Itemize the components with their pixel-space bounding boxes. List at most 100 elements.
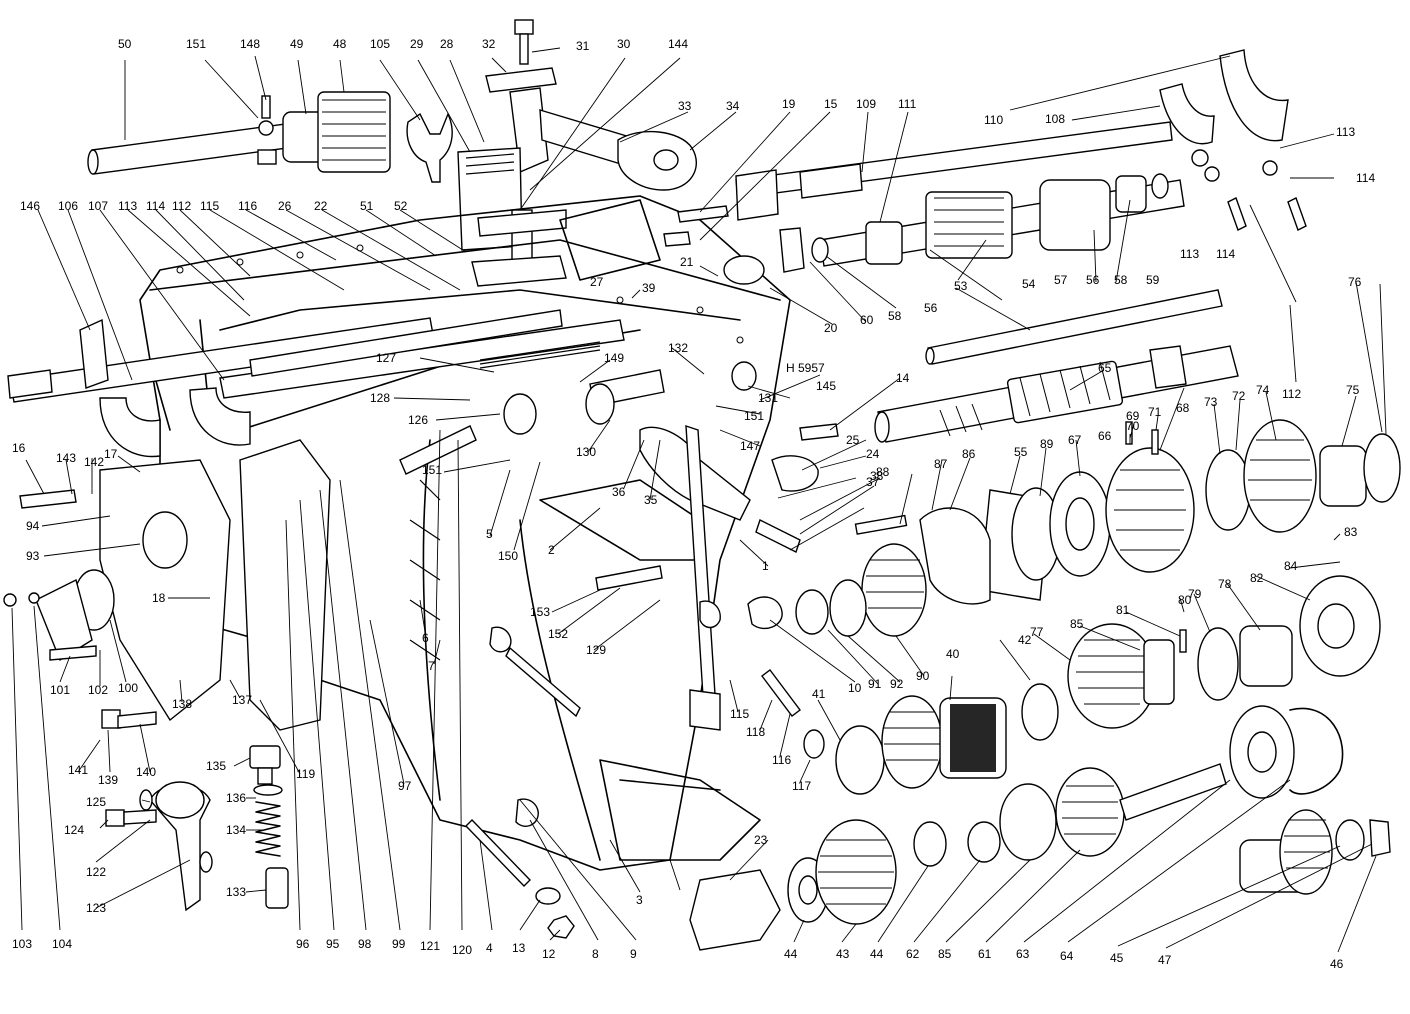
- part-label-116: 116: [238, 199, 257, 213]
- part-label-57: 57: [1054, 273, 1068, 287]
- part-label-46: 46: [1330, 957, 1344, 971]
- part-label-34: 34: [726, 99, 740, 113]
- part-label-71: 71: [1148, 405, 1162, 419]
- gear-90-and-housing: [747, 507, 991, 637]
- part-label-118: 118: [746, 725, 765, 739]
- part-label-15: 15: [824, 97, 838, 111]
- part-label-138: 138: [172, 697, 192, 711]
- part-label-51: 51: [360, 199, 374, 213]
- part-label-82: 82: [1250, 571, 1264, 585]
- part-label-85: 85: [1070, 617, 1084, 631]
- part-label-20: 20: [824, 321, 838, 335]
- part-label-66: 66: [1098, 429, 1112, 443]
- part-label-125: 125: [86, 795, 106, 809]
- part-label-10: 10: [848, 681, 862, 695]
- part-label-36: 36: [612, 485, 626, 499]
- mainshaft-65: [874, 345, 1239, 443]
- part-label-45: 45: [1110, 951, 1124, 965]
- part-label-110: 110: [984, 113, 1003, 127]
- part-label-117: 117: [792, 779, 811, 793]
- part-label-35: 35: [644, 493, 658, 507]
- detent-plunger: [249, 745, 289, 909]
- part-label-116: 116: [772, 753, 791, 767]
- part-label-105: 105: [370, 37, 390, 51]
- part-label-21: 21: [680, 255, 694, 269]
- part-label-149: 149: [604, 351, 624, 365]
- part-label-80: 80: [1178, 593, 1192, 607]
- part-label-152: 152: [548, 627, 568, 641]
- part-label-27: 27: [590, 275, 604, 289]
- part-label-28: 28: [440, 37, 454, 51]
- part-label-122: 122: [86, 865, 106, 879]
- part-label-63: 63: [1016, 947, 1030, 961]
- part-label-124: 124: [64, 823, 84, 837]
- left-covers: [3, 439, 331, 731]
- part-label-112: 112: [172, 199, 191, 213]
- part-label-17: 17: [104, 447, 118, 461]
- part-label-69: 69: [1126, 409, 1140, 423]
- part-label-81: 81: [1116, 603, 1130, 617]
- part-label-40: 40: [946, 647, 960, 661]
- part-label-137: 137: [232, 693, 252, 707]
- part-label-29: 29: [410, 37, 424, 51]
- part-label-96: 96: [296, 937, 310, 951]
- selector-shaft-50-assembly: [87, 91, 453, 183]
- part-label-114: 114: [146, 199, 165, 213]
- part-label-103: 103: [12, 937, 32, 951]
- part-label-112: 112: [1282, 387, 1301, 401]
- part-label-97: 97: [398, 779, 412, 793]
- part-label-33: 33: [678, 99, 692, 113]
- part-label-148: 148: [240, 37, 260, 51]
- part-label-31: 31: [576, 39, 590, 53]
- part-label-41: 41: [812, 687, 826, 701]
- part-label-111: 111: [898, 97, 917, 111]
- gear-40-cluster: [835, 683, 1059, 795]
- part-label-100: 100: [118, 681, 138, 695]
- part-label-50: 50: [118, 37, 132, 51]
- central-levers: [399, 361, 839, 887]
- part-label-2: 2: [548, 543, 555, 557]
- part-label-60: 60: [860, 313, 874, 327]
- part-label-129: 129: [586, 643, 606, 657]
- part-label-37: 37: [866, 475, 880, 489]
- gear-row-middle-right: [979, 419, 1401, 601]
- part-label-14: 14: [896, 371, 910, 385]
- part-label-68: 68: [1176, 401, 1190, 415]
- part-label-114: 114: [1356, 171, 1375, 185]
- part-label-146: 146: [20, 199, 40, 213]
- gear-row-lower-right: [1067, 575, 1381, 729]
- part-label-6: 6: [422, 631, 429, 645]
- lower-shaft-assembly: [967, 705, 1391, 895]
- part-label-18: 18: [152, 591, 166, 605]
- part-label-143: 143: [56, 451, 76, 465]
- part-label-93: 93: [26, 549, 40, 563]
- part-label-144: 144: [668, 37, 688, 51]
- part-label-53: 53: [954, 279, 968, 293]
- left-selector-forks: [7, 318, 251, 458]
- part-label-113: 113: [1336, 125, 1355, 139]
- part-label-142: 142: [84, 455, 104, 469]
- part-label-119: 119: [296, 767, 315, 781]
- part-label-132: 132: [668, 341, 688, 355]
- part-label-135: 135: [206, 759, 226, 773]
- part-label-145: 145: [816, 379, 836, 393]
- part-label-24: 24: [866, 447, 880, 461]
- part-label-58: 58: [888, 309, 902, 323]
- upper-right-fork-rods: [735, 49, 1289, 273]
- part-label-89: 89: [1040, 437, 1054, 451]
- part-label-114: 114: [1216, 247, 1235, 261]
- part-label-98: 98: [358, 937, 372, 951]
- lower-left-arm: [105, 781, 213, 912]
- part-label-73: 73: [1204, 395, 1218, 409]
- part-label-12: 12: [542, 947, 556, 961]
- part-label-151: 151: [422, 463, 442, 477]
- layshaft-upper: [663, 149, 1307, 285]
- drawing-reference: H 5957: [786, 361, 825, 375]
- studs-and-nuts: [489, 565, 721, 939]
- part-label-99: 99: [392, 937, 406, 951]
- part-label-104: 104: [52, 937, 72, 951]
- part-label-32: 32: [482, 37, 496, 51]
- part-label-23: 23: [754, 833, 768, 847]
